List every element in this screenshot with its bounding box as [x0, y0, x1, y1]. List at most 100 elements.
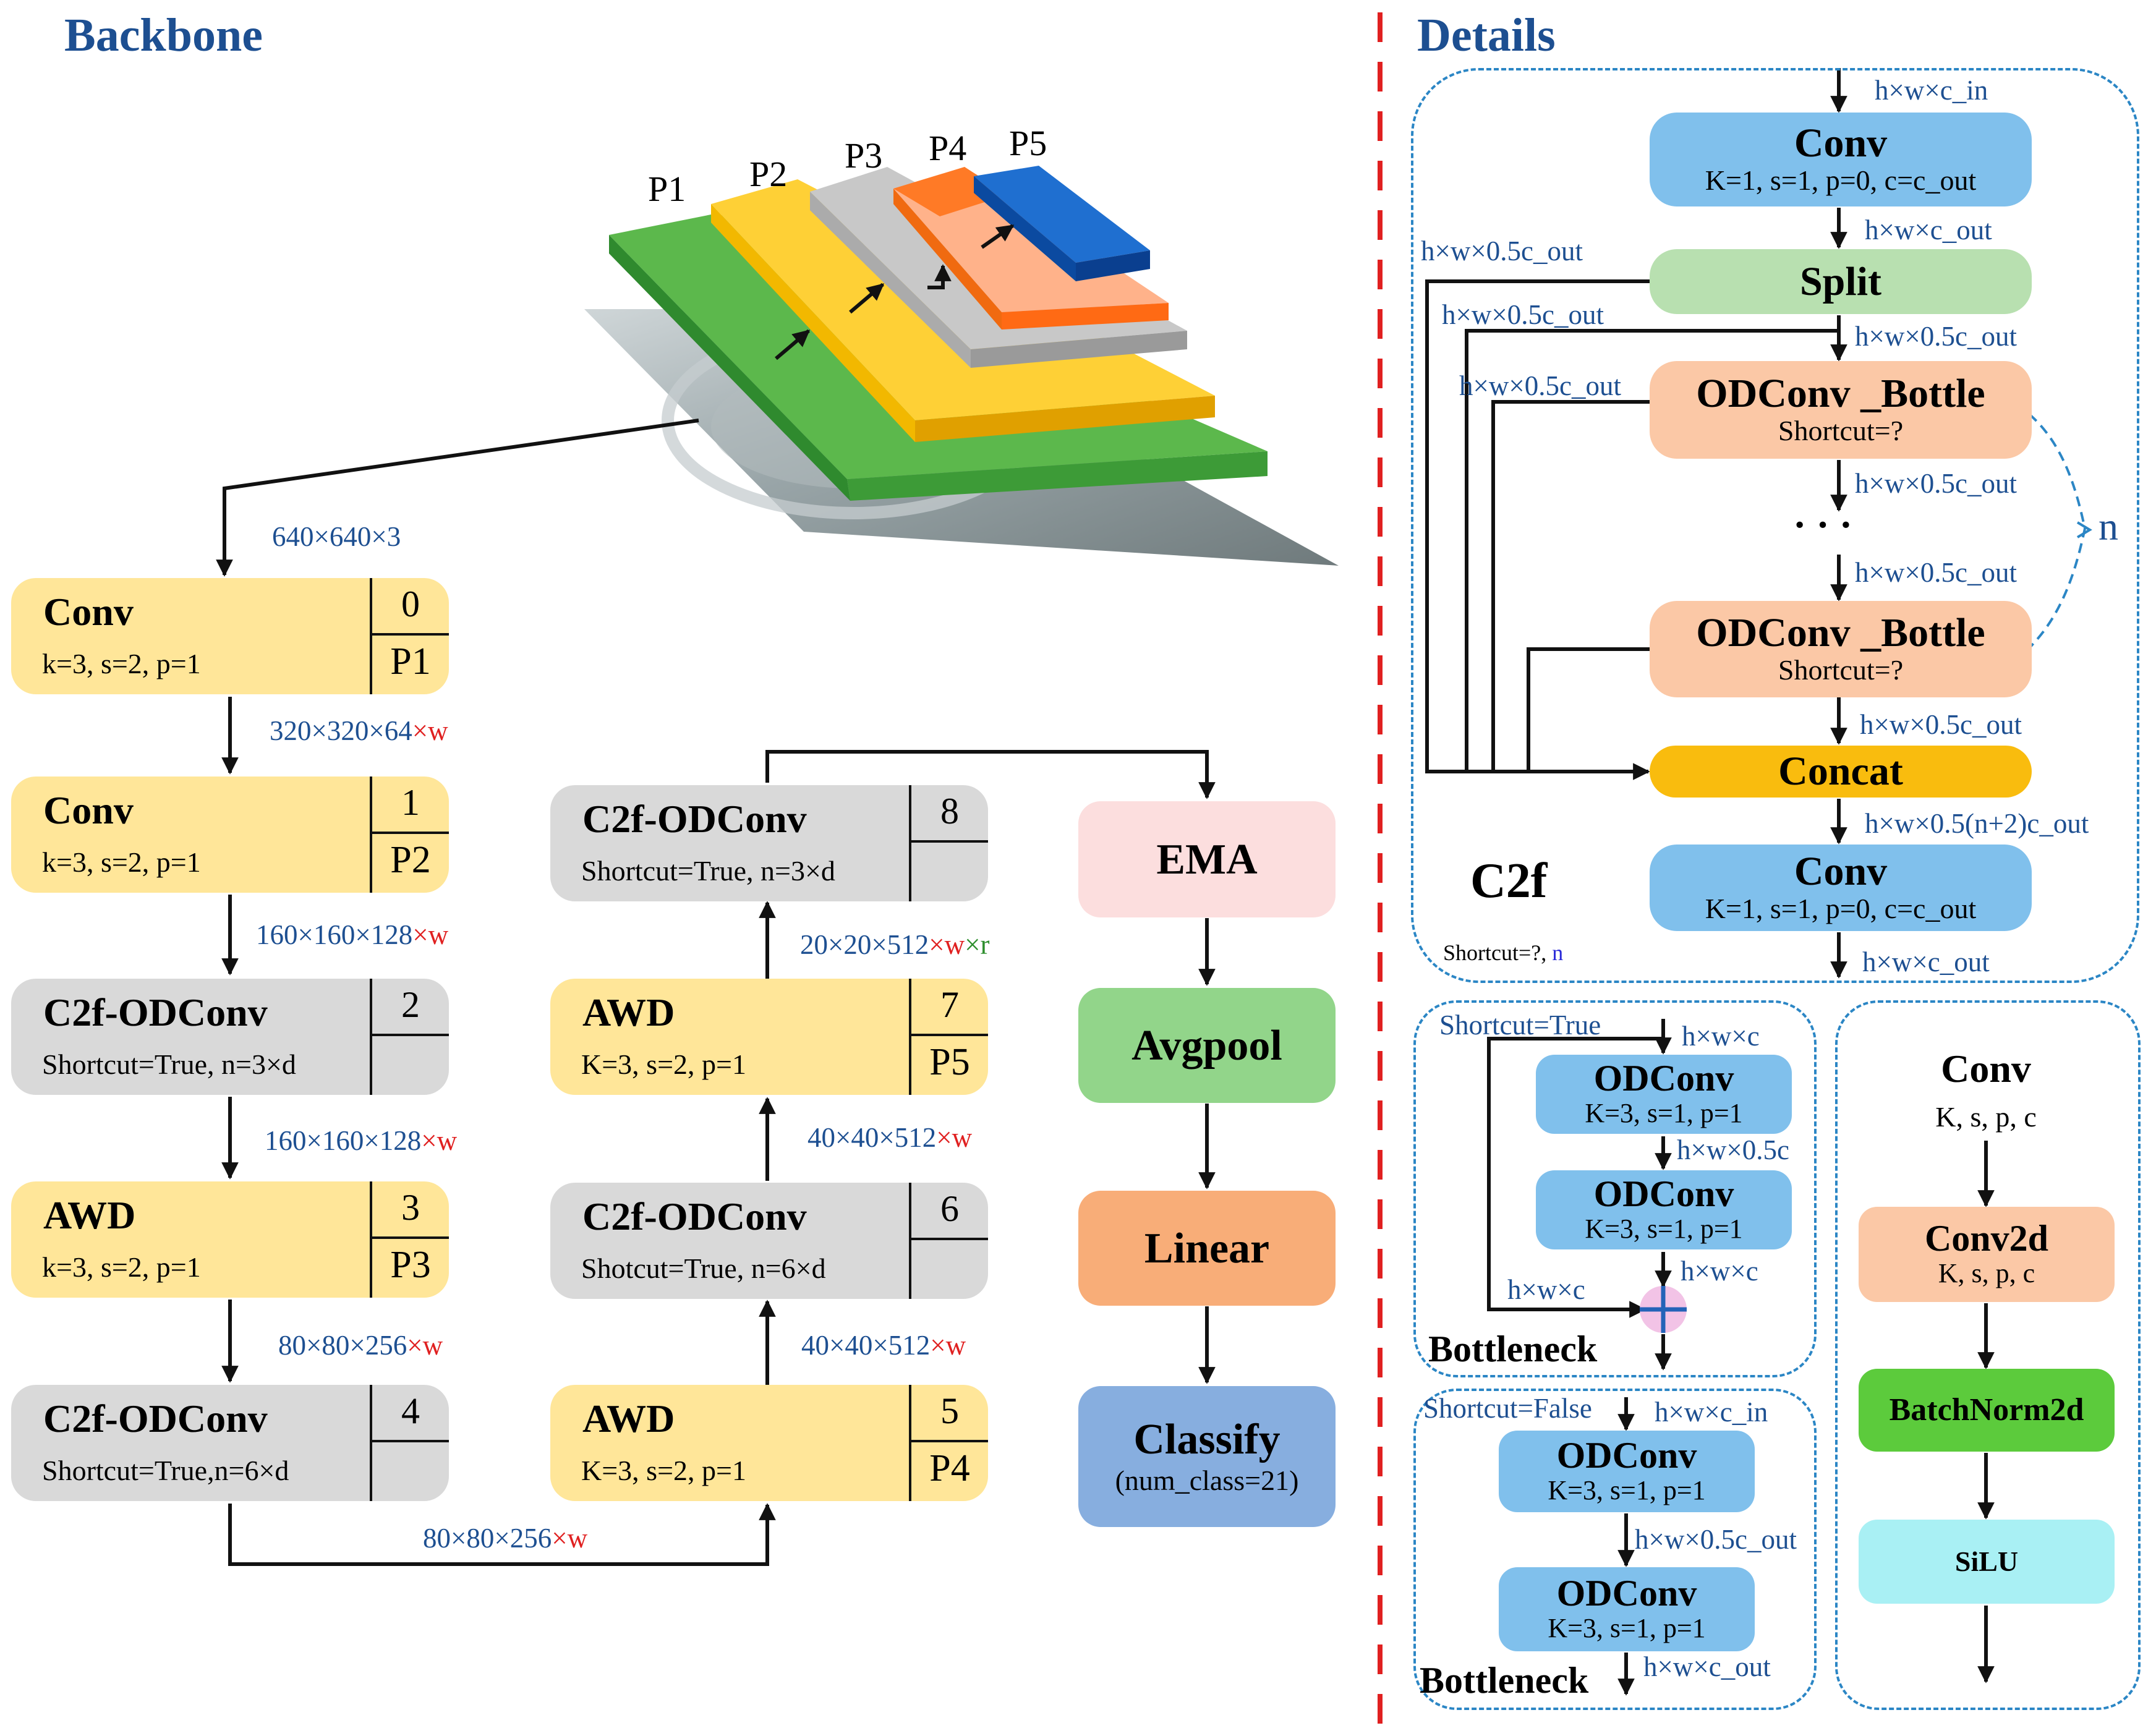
block-params: K=3, s=2, p=1 [581, 1049, 746, 1080]
dim-label-5-6: 40×40×512×w [801, 1330, 966, 1361]
c2f-label: C2f [1470, 854, 1548, 908]
bottleneck-false-odconv-1: ODConv K=3, s=1, p=1 [1499, 1431, 1755, 1512]
pyramid-label-p1: P1 [648, 169, 686, 209]
dim-label-6-7: 40×40×512×w [807, 1122, 973, 1153]
backbone-block-4: C2f-ODConv Shortcut=True,n=6×d 4 [11, 1385, 449, 1501]
input-dim-label: 640×640×3 [272, 521, 401, 552]
block-index: 8 [940, 791, 959, 832]
block-params: k=3, s=2, p=1 [42, 1251, 201, 1283]
bottleneck-true-odconv-1: ODConv K=3, s=1, p=1 [1536, 1055, 1792, 1134]
block-index: 3 [401, 1187, 420, 1228]
classify-label: Classify [1133, 1415, 1280, 1463]
repeat-brace [2028, 413, 2087, 649]
backbone-block-1: Conv k=3, s=2, p=1 1 P2 [11, 777, 449, 893]
block-params: Shortcut=True, n=3×d [581, 855, 835, 887]
linear-block: Linear [1078, 1191, 1336, 1306]
bf-dim-mid: h×w×0.5c_out [1635, 1524, 1797, 1555]
batchnorm2d-block: BatchNorm2d [1859, 1369, 2115, 1452]
c2f-connectors [1425, 68, 1847, 979]
c2f-repeat-n: n [2098, 504, 2118, 548]
c2f-dim-out: h×w×c_out [1862, 947, 1990, 977]
block-title: C2f-ODConv [43, 1397, 268, 1440]
block-title: Conv [43, 590, 134, 634]
c2f-conv-in: Conv K=1, s=1, p=0, c=c_out [1650, 113, 2032, 206]
conv-detail-params: K, s, p, c [1935, 1101, 2037, 1133]
bottleneck-true-connectors [1487, 1019, 1672, 1371]
c2f-dim-in: h×w×c_in [1875, 75, 1988, 106]
conv-detail-title: Conv [1941, 1047, 2031, 1091]
conv-detail-panel [1835, 1000, 2141, 1710]
c2f-conv-out: Conv K=1, s=1, p=0, c=c_out [1650, 845, 2032, 931]
add-icon [1640, 1286, 1687, 1333]
bt-dim-mid: h×w×0.5c [1677, 1134, 1789, 1165]
c2f-dim-before-bottle-2: h×w×0.5c_out [1855, 557, 2017, 588]
bt-dim-skip: h×w×c [1507, 1274, 1585, 1305]
bottleneck-false-label: Bottleneck [1420, 1660, 1589, 1701]
block-params: Shotcut=True, n=6×d [581, 1253, 826, 1284]
c2f-repeat-dots: · · · [1793, 503, 1853, 547]
block-title: Conv [43, 788, 134, 832]
bottleneck-true-shortcut: Shortcut=True [1439, 1010, 1601, 1040]
dim-label-0-1: 320×320×64×w [270, 715, 448, 746]
block-title: C2f-ODConv [582, 1194, 807, 1238]
bt-dim-in: h×w×c [1682, 1021, 1760, 1052]
backbone-block-0: Conv k=3, s=2, p=1 0 P1 [11, 578, 449, 694]
backbone-connectors [216, 419, 1216, 1566]
bottleneck-true-label: Bottleneck [1428, 1329, 1598, 1369]
block-level: P1 [390, 640, 431, 683]
block-level: P5 [929, 1041, 970, 1083]
block-index: 0 [401, 584, 420, 624]
block-title: AWD [43, 1193, 136, 1237]
block-index: 6 [940, 1188, 959, 1229]
conv2d-block: Conv2d K, s, p, c [1859, 1207, 2115, 1302]
classify-block: Classify (num_class=21) [1078, 1386, 1336, 1527]
c2f-dim-after-conv: h×w×c_out [1865, 215, 1992, 245]
backbone-block-3: AWD k=3, s=2, p=1 3 P3 [11, 1181, 449, 1298]
bt-dim-out: h×w×c [1681, 1256, 1758, 1287]
backbone-block-7: AWD K=3, s=2, p=1 7 P5 [550, 979, 988, 1095]
block-params: Shortcut=True, n=3×d [42, 1049, 296, 1080]
bf-dim-in: h×w×c_in [1655, 1397, 1768, 1428]
backbone-block-5: AWD K=3, s=2, p=1 5 P4 [550, 1385, 988, 1501]
c2f-dim-branch-2: h×w×0.5c_out [1442, 299, 1604, 330]
bottleneck-true-odconv-2: ODConv K=3, s=1, p=1 [1536, 1170, 1792, 1249]
ema-label: EMA [1156, 835, 1258, 883]
details-header: Details [1417, 9, 1556, 61]
dim-label-7-8: 20×20×512×w×r [800, 929, 990, 960]
block-index: 5 [940, 1390, 959, 1431]
block-title: AWD [582, 1397, 675, 1440]
avgpool-block: Avgpool [1078, 988, 1336, 1103]
backbone-block-6: C2f-ODConv Shotcut=True, n=6×d 6 [550, 1183, 988, 1299]
pyramid-label-p3: P3 [845, 135, 883, 176]
c2f-dim-after-bottle-2: h×w×0.5c_out [1860, 709, 2022, 740]
block-params: K=3, s=2, p=1 [581, 1455, 746, 1486]
block-level: P2 [390, 839, 431, 881]
pyramid-label-p2: P2 [749, 154, 788, 194]
bottleneck-true-panel [1413, 1000, 1817, 1377]
c2f-shortcut-note: Shortcut=?, n [1443, 940, 1564, 965]
feature-pyramid [584, 166, 1339, 566]
block-index: 7 [940, 984, 959, 1025]
block-title: C2f-ODConv [582, 797, 807, 841]
c2f-dim-after-split: h×w×0.5c_out [1855, 321, 2017, 352]
backbone-block-2: C2f-ODConv Shortcut=True, n=3×d 2 [11, 979, 449, 1095]
backbone-header: Backbone [64, 9, 263, 61]
block-params: k=3, s=2, p=1 [42, 846, 201, 878]
classify-params: (num_class=21) [1115, 1464, 1299, 1496]
dim-label-3-4: 80×80×256×w [278, 1330, 443, 1361]
c2f-dim-after-concat: h×w×0.5(n+2)c_out [1865, 808, 2089, 839]
dim-label-2-3: 160×160×128×w [265, 1125, 458, 1156]
silu-block: SiLU [1859, 1520, 2115, 1604]
c2f-dim-branch-3: h×w×0.5c_out [1459, 370, 1621, 401]
bf-dim-out: h×w×c_out [1643, 1651, 1771, 1682]
block-index: 4 [401, 1390, 420, 1431]
linear-label: Linear [1144, 1224, 1270, 1272]
backbone-block-8: C2f-ODConv Shortcut=True, n=3×d 8 [550, 785, 988, 901]
pyramid-label-p4: P4 [929, 128, 967, 168]
c2f-dim-split-left: h×w×0.5c_out [1421, 236, 1583, 266]
c2f-odconv-bottle-2: ODConv _Bottle Shortcut=? [1650, 601, 2032, 697]
c2f-dim-after-bottle-1: h×w×0.5c_out [1855, 468, 2017, 499]
dim-label-4-5: 80×80×256×w [423, 1523, 588, 1554]
